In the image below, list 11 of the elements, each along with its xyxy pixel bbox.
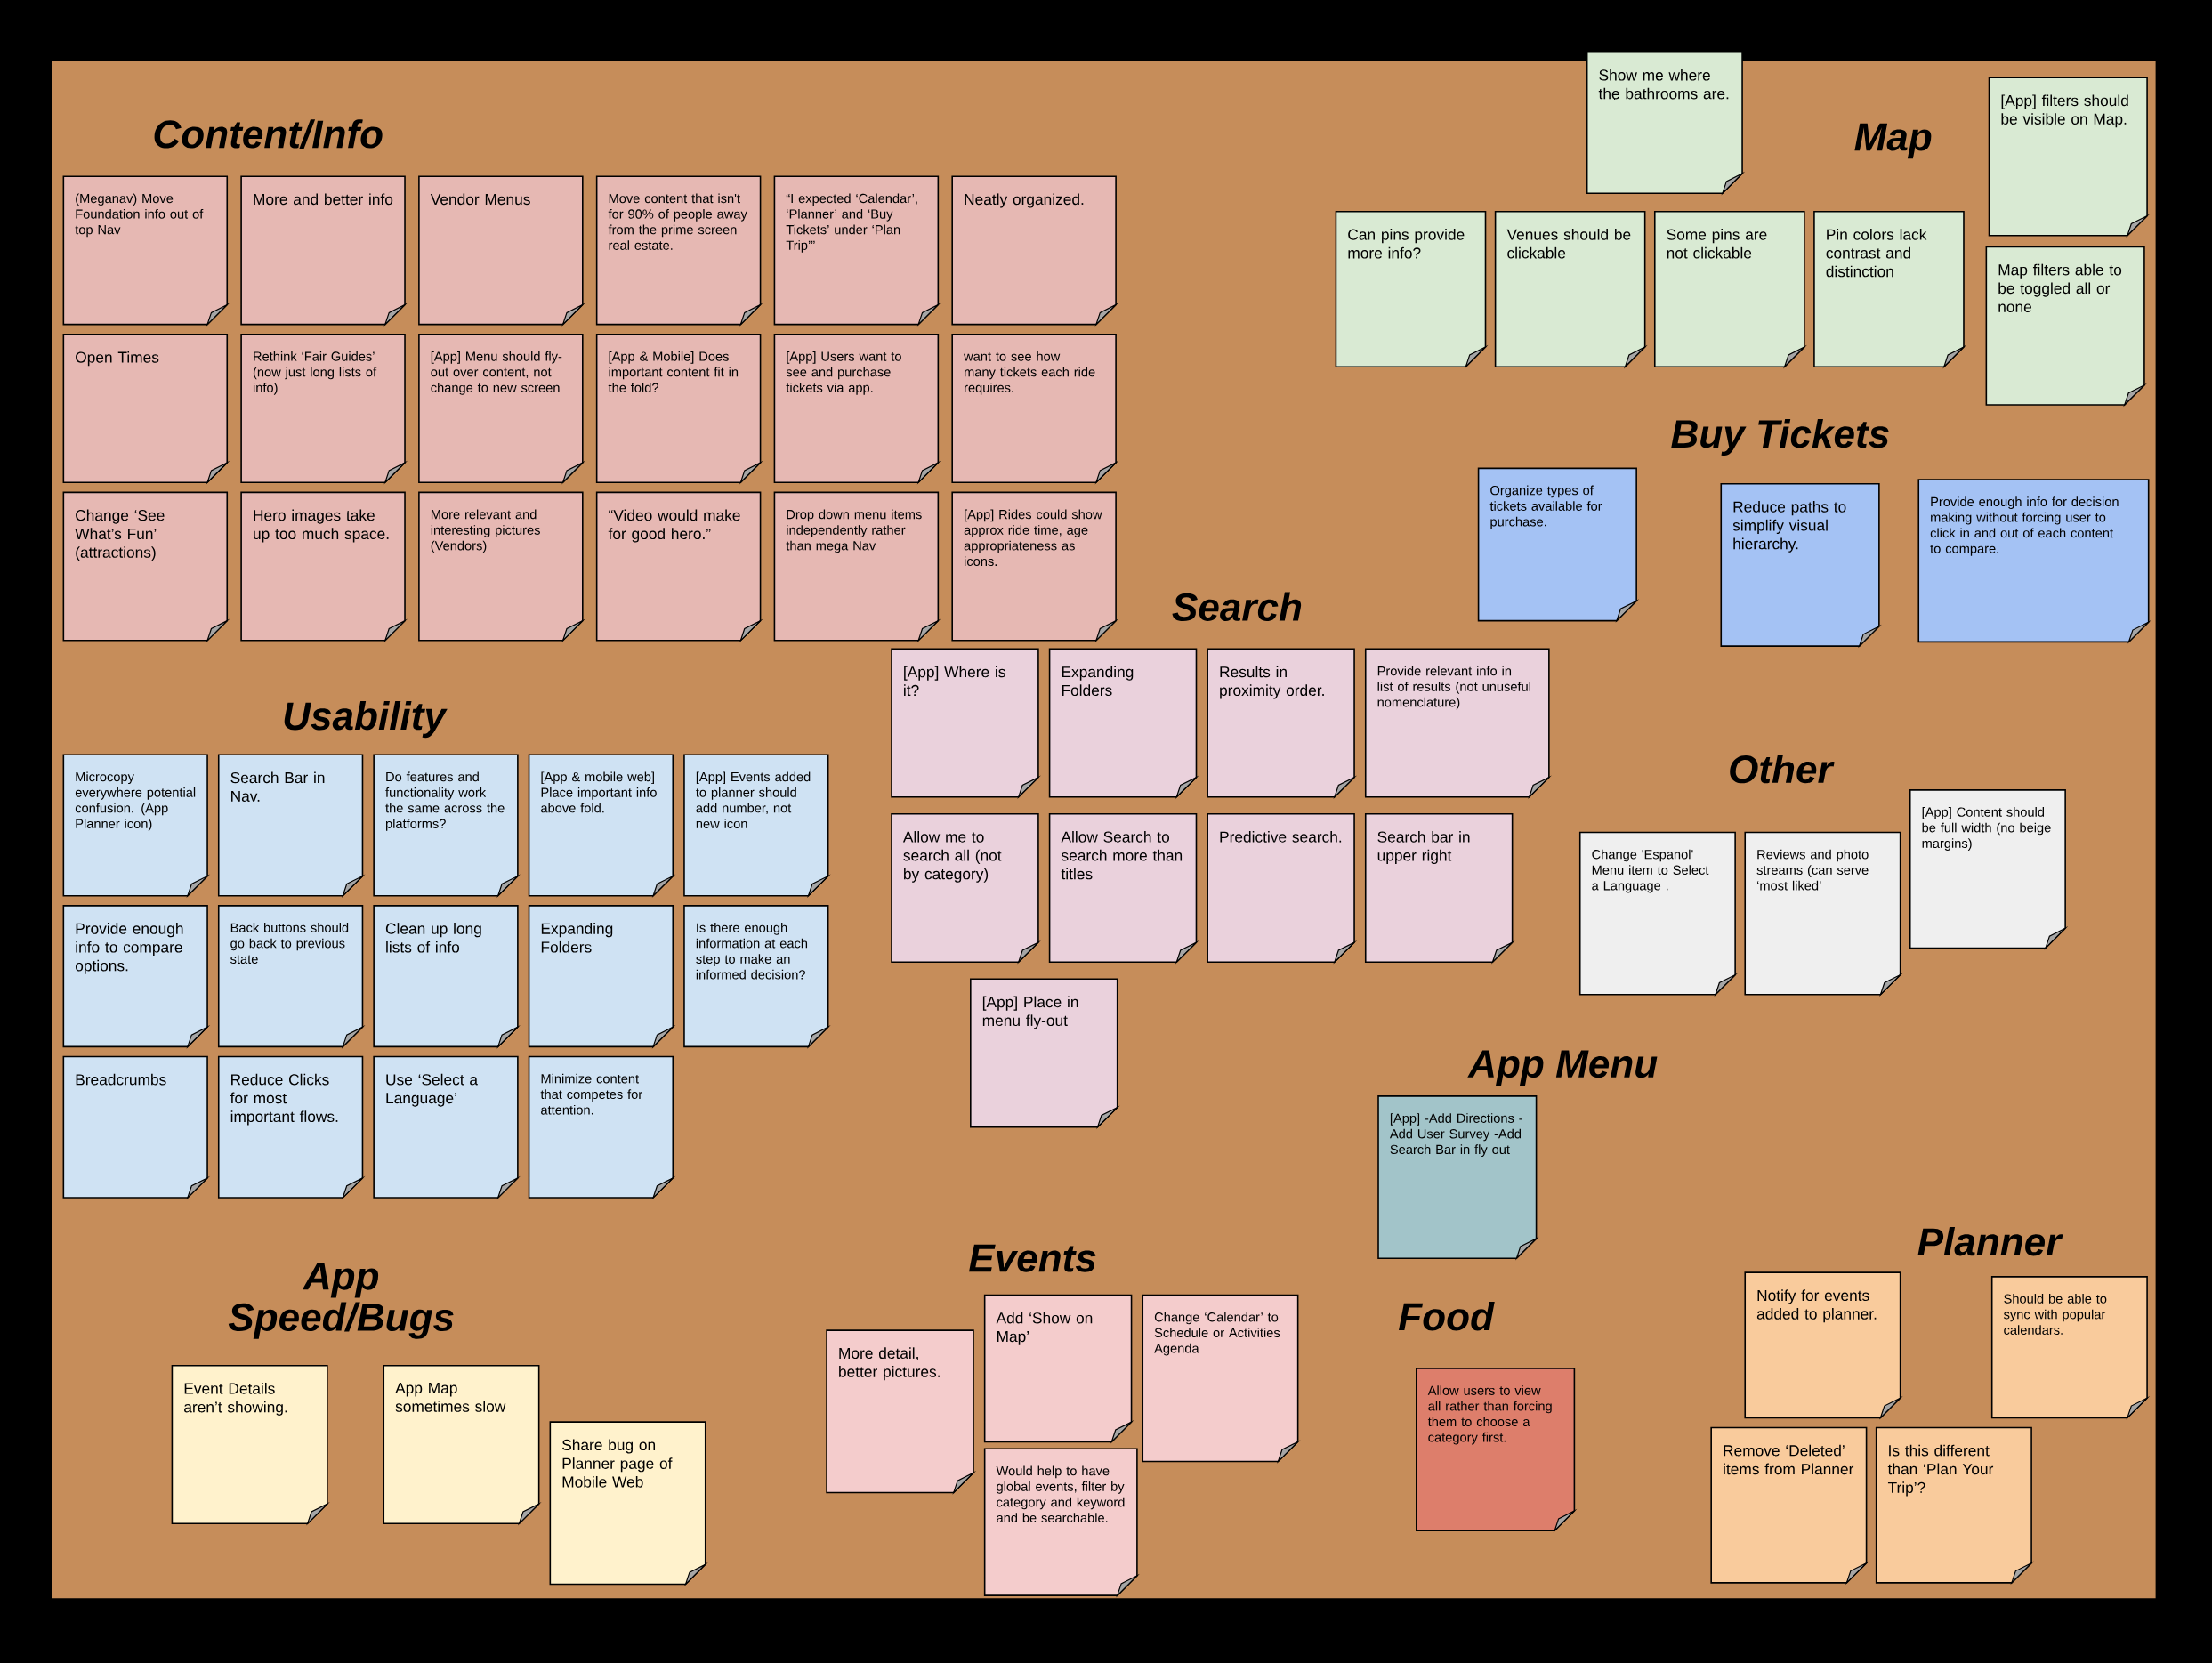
category-heading: Planner (1917, 1226, 2063, 1256)
category-heading: Buy Tickets (1671, 418, 1889, 456)
category-heading: Events (969, 1244, 1096, 1272)
category-heading: Search (1172, 592, 1302, 621)
category-heading: Other (1730, 754, 1835, 784)
category-heading: Usability (284, 700, 448, 738)
category-heading: Content/Info (154, 119, 383, 149)
category-heading: Food (1399, 1301, 1495, 1331)
category-heading: App Menu (1467, 1050, 1658, 1086)
category-heading: Map (1854, 123, 1932, 159)
category-heading: App Speed/Bugs (228, 1262, 454, 1339)
